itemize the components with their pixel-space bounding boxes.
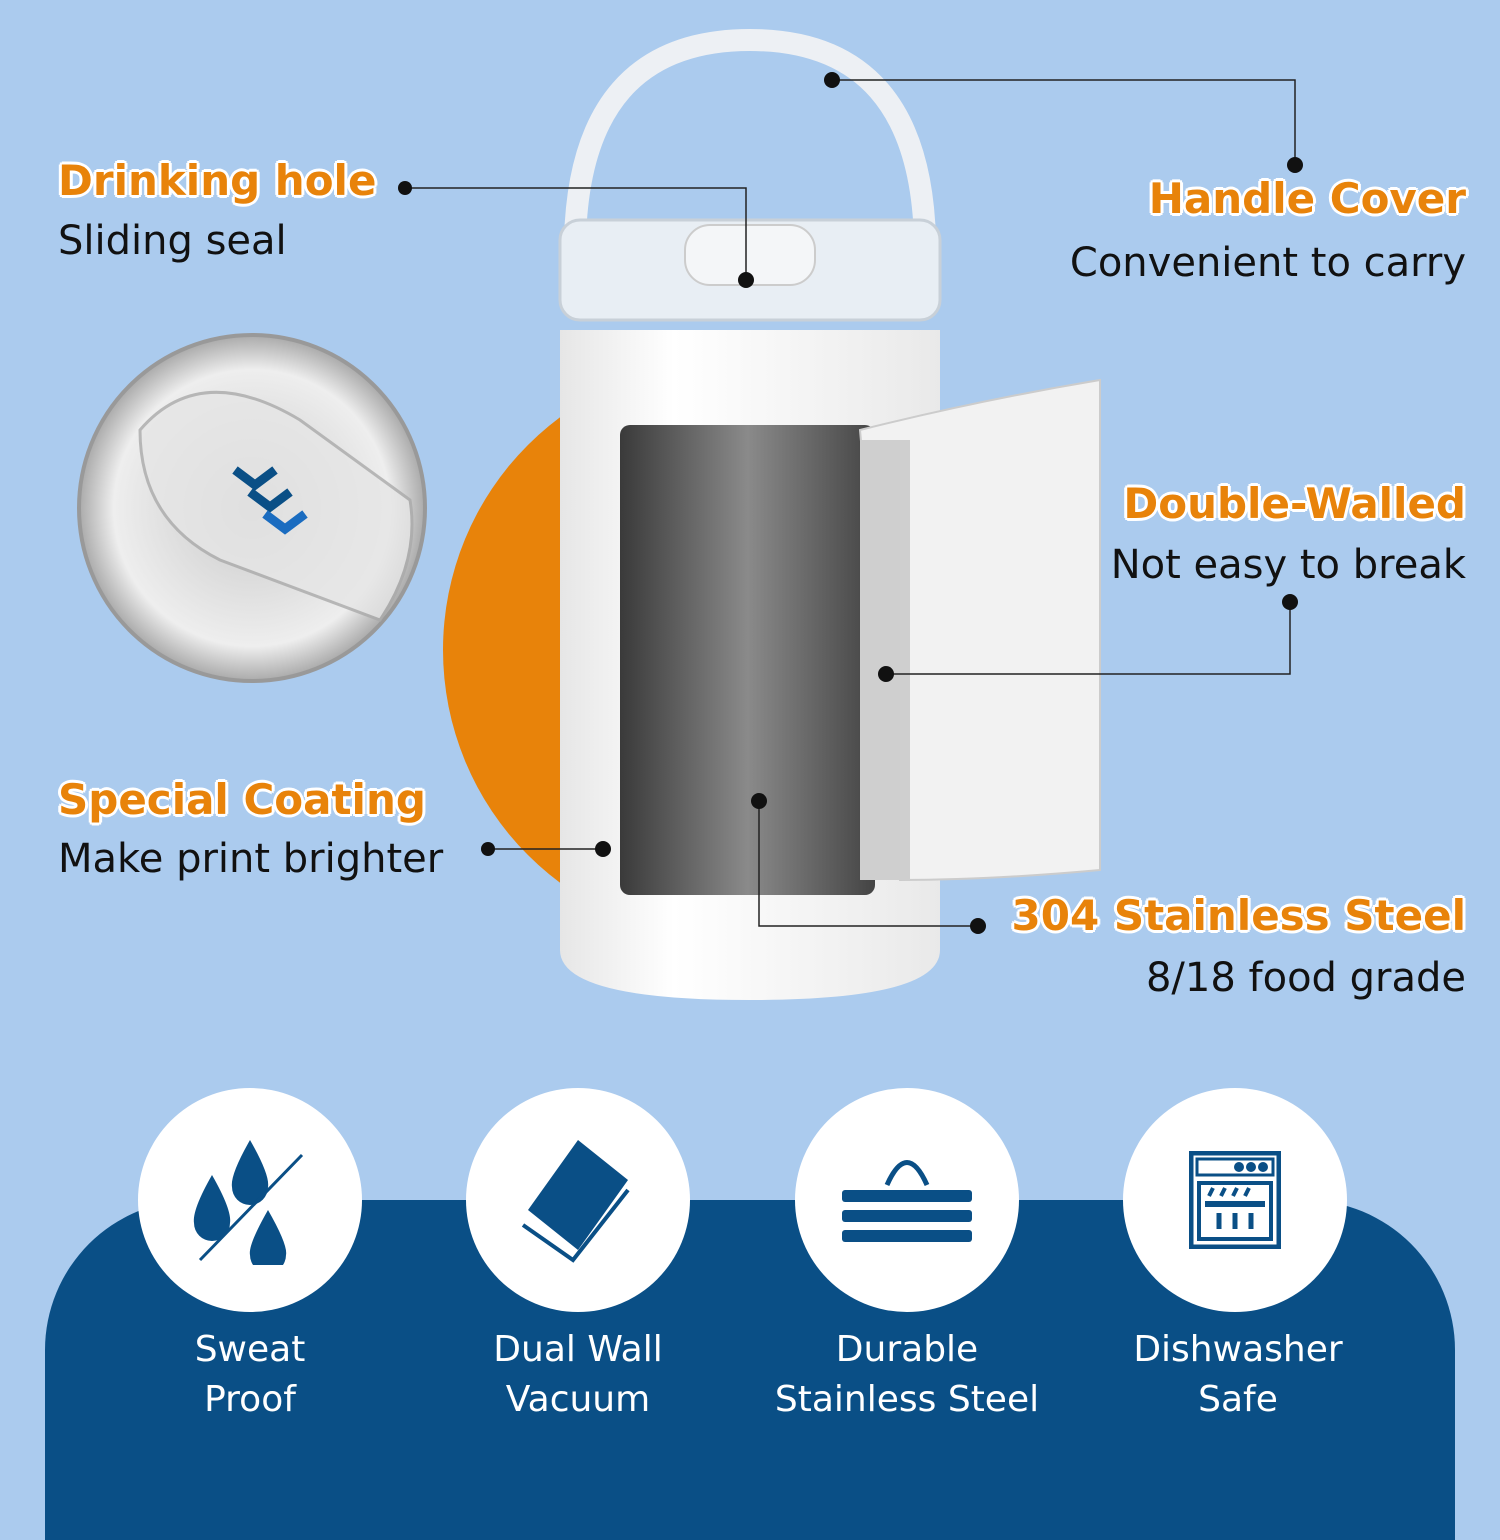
callout-sub-stainless-steel: 8/18 food grade [1145,955,1466,1001]
chevron-logo-icon [232,466,308,535]
dishwasher-icon [1189,1151,1281,1249]
feature-circle-durable [795,1088,1019,1312]
feature-circle-sweat-proof [138,1088,362,1312]
callout-title-double-walled: Double-Walled [1123,479,1466,528]
durable-steel-icon [842,1160,972,1242]
callout-sub-drinking-hole: Sliding seal [58,218,287,264]
callout-title-special-coating: Special Coating [58,775,426,824]
callout-sub-double-walled: Not easy to break [1110,542,1466,588]
callout-title-handle-cover: Handle Cover [1148,174,1466,223]
feature-circle-dishwasher [1123,1088,1347,1312]
tumbler-illustration [77,28,1303,1000]
callout-title-drinking-hole: Drinking hole [58,156,377,205]
water-drops-icon [193,1140,304,1265]
feature-circle-dual-wall [466,1088,690,1312]
callout-sub-handle-cover: Convenient to carry [1069,240,1466,286]
callout-title-stainless-steel: 304 Stainless Steel [1011,891,1466,940]
dual-wall-icon [521,1140,630,1263]
callout-sub-special-coating: Make print brighter [58,836,444,882]
